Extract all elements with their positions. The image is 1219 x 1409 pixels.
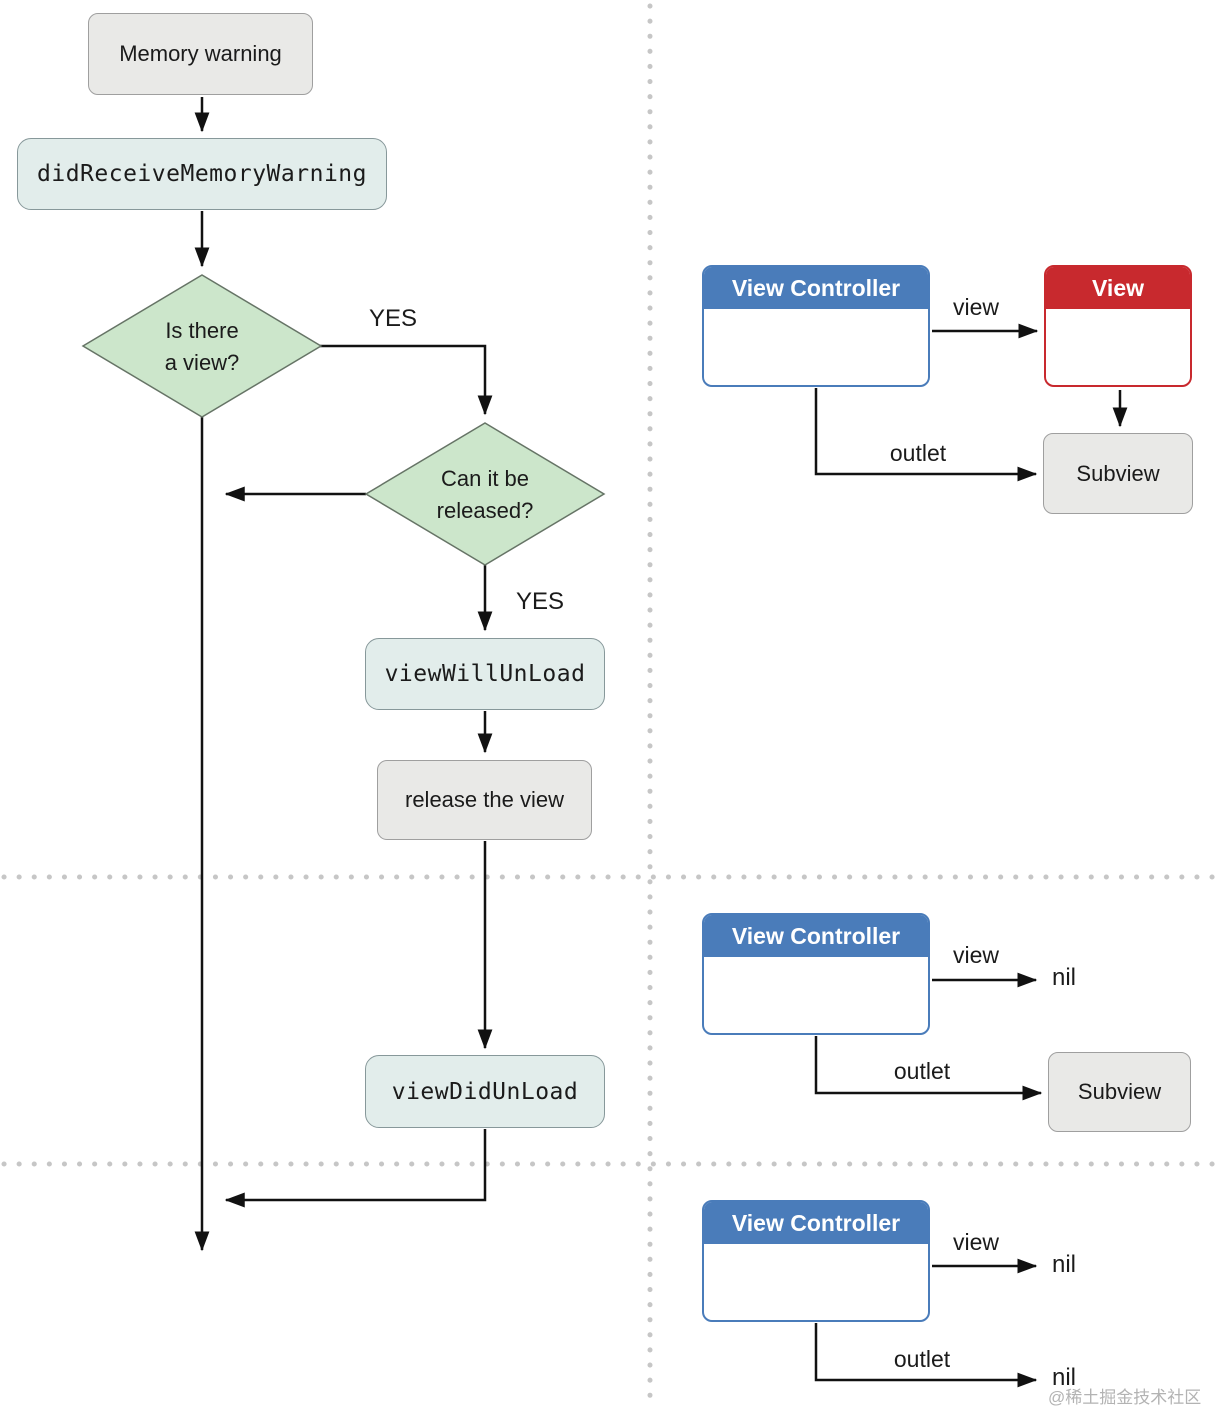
node-release-the-view: release the view [377,760,592,840]
subview-box-1-label: Subview [1076,460,1160,486]
node-view-will-unload-label: viewWillUnLoad [384,661,586,687]
node-view-did-unload-label: viewDidUnLoad [391,1078,579,1105]
view-controller-box-2: View Controller [702,913,930,1035]
node-memory-warning: Memory warning [88,13,313,95]
node-view-will-unload: viewWillUnLoad [365,638,605,710]
flowchart-arrows [194,97,493,1252]
arrow-vc1-outlet [814,388,1038,482]
decision-can-it-be-released-label: Can it be released? [436,466,534,523]
arrow-viewdid-to-main-line [224,1129,487,1208]
view-box-1-title: View [1046,267,1190,311]
outlet-nil-value-3: nil [1052,1364,1077,1391]
arrow-vc2-outlet [814,1036,1043,1101]
view-nil-value-2: nil [1052,964,1077,991]
view-nil-value-3: nil [1052,1251,1077,1278]
decision-is-there-a-view-shape [81,274,323,418]
view-edge-label-2: view [952,942,1000,968]
view-controller-box-2-title: View Controller [704,915,928,959]
section-divider-dotted-lines [1,3,1219,1409]
outlet-edge-label-2: outlet [893,1058,951,1084]
object-diagram-arrows [814,323,1128,1388]
subview-box-2-label: Subview [1077,1079,1162,1104]
view-controller-box-1: View Controller [702,265,930,387]
yes-label-2: YES [516,588,565,615]
view-box-1: View [1044,265,1192,387]
subview-box-2: Subview [1048,1052,1191,1132]
view-edge-label-1: view [952,294,1000,320]
decision-is-there-a-view-label: Is there a view? [164,318,240,375]
subview-box-1: Subview [1043,433,1193,514]
node-did-receive-memory-warning: didReceiveMemoryWarning [17,138,387,210]
outlet-edge-label-3: outlet [893,1346,951,1372]
node-view-did-unload: viewDidUnLoad [365,1055,605,1128]
view-controller-box-3: View Controller [702,1200,930,1322]
outlet-edge-label-1: outlet [889,440,947,466]
watermark: @稀土掘金技术社区 [1048,1388,1202,1407]
node-memory-warning-label: Memory warning [119,41,282,66]
view-controller-box-3-title: View Controller [704,1202,928,1246]
arrow-yes-decision1-to-decision2 [320,344,493,416]
decision-can-it-be-released-shape [364,422,606,566]
view-controller-box-1-title: View Controller [704,267,928,311]
decision-shapes [81,274,606,566]
view-edge-label-3: view [952,1229,1000,1255]
arrow-vc3-outlet-nil [814,1323,1038,1388]
node-release-the-view-label: release the view [405,787,564,812]
node-did-receive-memory-warning-label: didReceiveMemoryWarning [37,161,367,187]
yes-label-1: YES [369,305,418,332]
